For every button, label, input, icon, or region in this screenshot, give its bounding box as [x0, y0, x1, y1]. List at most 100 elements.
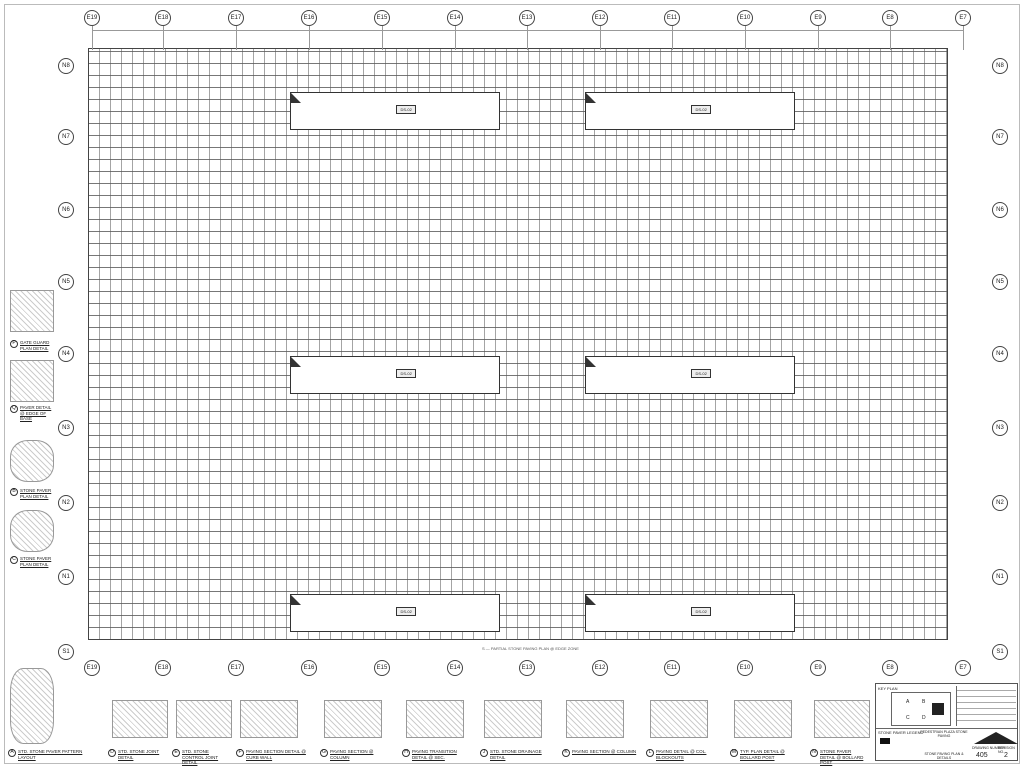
detail-drawing [324, 700, 382, 738]
drawing-number-label: DRAWING NUMBER [972, 746, 1005, 750]
plan-note: S — PARTIAL STONE PAVING PLAN @ EDGE ZON… [482, 646, 579, 651]
detail-title-text: PAVER DETAIL @ EDGE OF BASE [20, 405, 52, 421]
hatch-mark [291, 357, 301, 367]
grid-line [963, 26, 964, 50]
paving-plan [88, 48, 948, 640]
detail-drawing [10, 360, 54, 402]
company-logo [974, 732, 1018, 744]
grid-bubble-row: N5 [58, 274, 74, 290]
hatch-mark [291, 93, 301, 103]
grid-bubble-column: E7 [955, 10, 971, 26]
grid-bubble-row: N4 [992, 346, 1008, 362]
detail-id: M [730, 749, 738, 757]
detail-id: L [646, 749, 654, 757]
detail-title-text: STD. STONE PAVER PATTERN LAYOUT [18, 749, 83, 760]
grid-bubble-column: E11 [664, 660, 680, 676]
drawing-sheet [4, 4, 1020, 764]
trench-tag: DS-02 [396, 105, 416, 114]
grid-bubble-column: E10 [737, 10, 753, 26]
grid-bubble-row: N7 [58, 129, 74, 145]
grid-bubble-column: E9 [810, 10, 826, 26]
detail-title-text: STONE PAVER DETAIL @ BOLLARD POST [820, 749, 864, 765]
detail-id: G [320, 749, 328, 757]
detail-drawing [484, 700, 542, 738]
detail-drawing [650, 700, 708, 738]
grid-bubble-row: N4 [58, 346, 74, 362]
grid-bubble-column: E7 [955, 660, 971, 676]
detail-id: N [810, 749, 818, 757]
key-plan-highlight [932, 703, 944, 715]
detail-id: A [8, 749, 16, 757]
trench-tag: DS-02 [396, 369, 416, 378]
hatch-mark [586, 93, 596, 103]
grid-bubble-column: E17 [228, 10, 244, 26]
grid-bubble-column: E19 [84, 10, 100, 26]
grid-bubble-column: E17 [228, 660, 244, 676]
grid-bubble-row: N2 [58, 495, 74, 511]
grid-bubble-row: N6 [58, 202, 74, 218]
hatch-mark [586, 595, 596, 605]
sheet-title: STONE PAVING PLAN & DETAILS [924, 752, 964, 760]
grid-line [818, 26, 819, 50]
grid-bubble-column: E15 [374, 660, 390, 676]
zone-b: B [922, 699, 926, 705]
detail-title-text: STD. STONE JOINT DETAIL [118, 749, 160, 760]
grid-bubble-row: N3 [58, 420, 74, 436]
zone-d: D [922, 715, 926, 721]
grid-bubble-column: E8 [882, 10, 898, 26]
detail-drawing [176, 700, 232, 738]
trench-tag: DS-02 [396, 607, 416, 616]
grid-bubble-column: E9 [810, 660, 826, 676]
grid-bubble-row: N2 [992, 495, 1008, 511]
grid-bubble-column: E18 [155, 10, 171, 26]
key-plan-label: KEY PLAN [878, 686, 898, 691]
grid-bubble-row: N8 [992, 58, 1008, 74]
grid-bubble-column: E13 [519, 660, 535, 676]
detail-title-text: PAVING DETAIL @ COL. BLOCKOUTS [656, 749, 707, 760]
grid-bubble-row: S1 [58, 644, 74, 660]
grid-line [382, 26, 383, 50]
hatch-mark [291, 595, 301, 605]
dimension-line [92, 30, 964, 31]
grid-line [236, 26, 237, 50]
detail-drawing [734, 700, 792, 738]
trench-drain: DS-02 [585, 594, 795, 632]
detail-title-text: PAVING SECTION @ COLUMN [330, 749, 374, 760]
grid-bubble-column: E11 [664, 10, 680, 26]
grid-bubble-row: N8 [58, 58, 74, 74]
trench-drain: DS-02 [290, 92, 500, 130]
grid-bubble-column: E12 [592, 660, 608, 676]
grid-bubble-row: N1 [992, 569, 1008, 585]
grid-bubble-column: E14 [447, 660, 463, 676]
grid-bubble-column: E16 [301, 660, 317, 676]
detail-title-text: STONE PAVER PLAN DETAIL [20, 556, 52, 567]
trench-tag: DS-02 [691, 369, 711, 378]
plan-note-text: PARTIAL STONE PAVING PLAN @ EDGE ZONE [490, 646, 579, 651]
detail-drawing [10, 668, 54, 744]
trench-tag: DS-02 [691, 105, 711, 114]
grid-line [890, 26, 891, 50]
detail-drawing [406, 700, 464, 738]
grid-line [163, 26, 164, 50]
detail-id: D [108, 749, 116, 757]
detail-drawing [10, 290, 54, 332]
grid-bubble-row: N6 [992, 202, 1008, 218]
grid-bubble-column: E14 [447, 10, 463, 26]
zone-a: A [906, 699, 910, 705]
detail-drawing [10, 510, 54, 552]
grid-line [672, 26, 673, 50]
detail-id: H [402, 749, 410, 757]
detail-title-text: PAVING TRANSITION DETAIL @ SEC. [412, 749, 457, 760]
plan-note-id: S [482, 646, 485, 651]
detail-title-text: GATE GUARD PLAN DETAIL [20, 340, 50, 351]
detail-id: P [10, 340, 18, 348]
